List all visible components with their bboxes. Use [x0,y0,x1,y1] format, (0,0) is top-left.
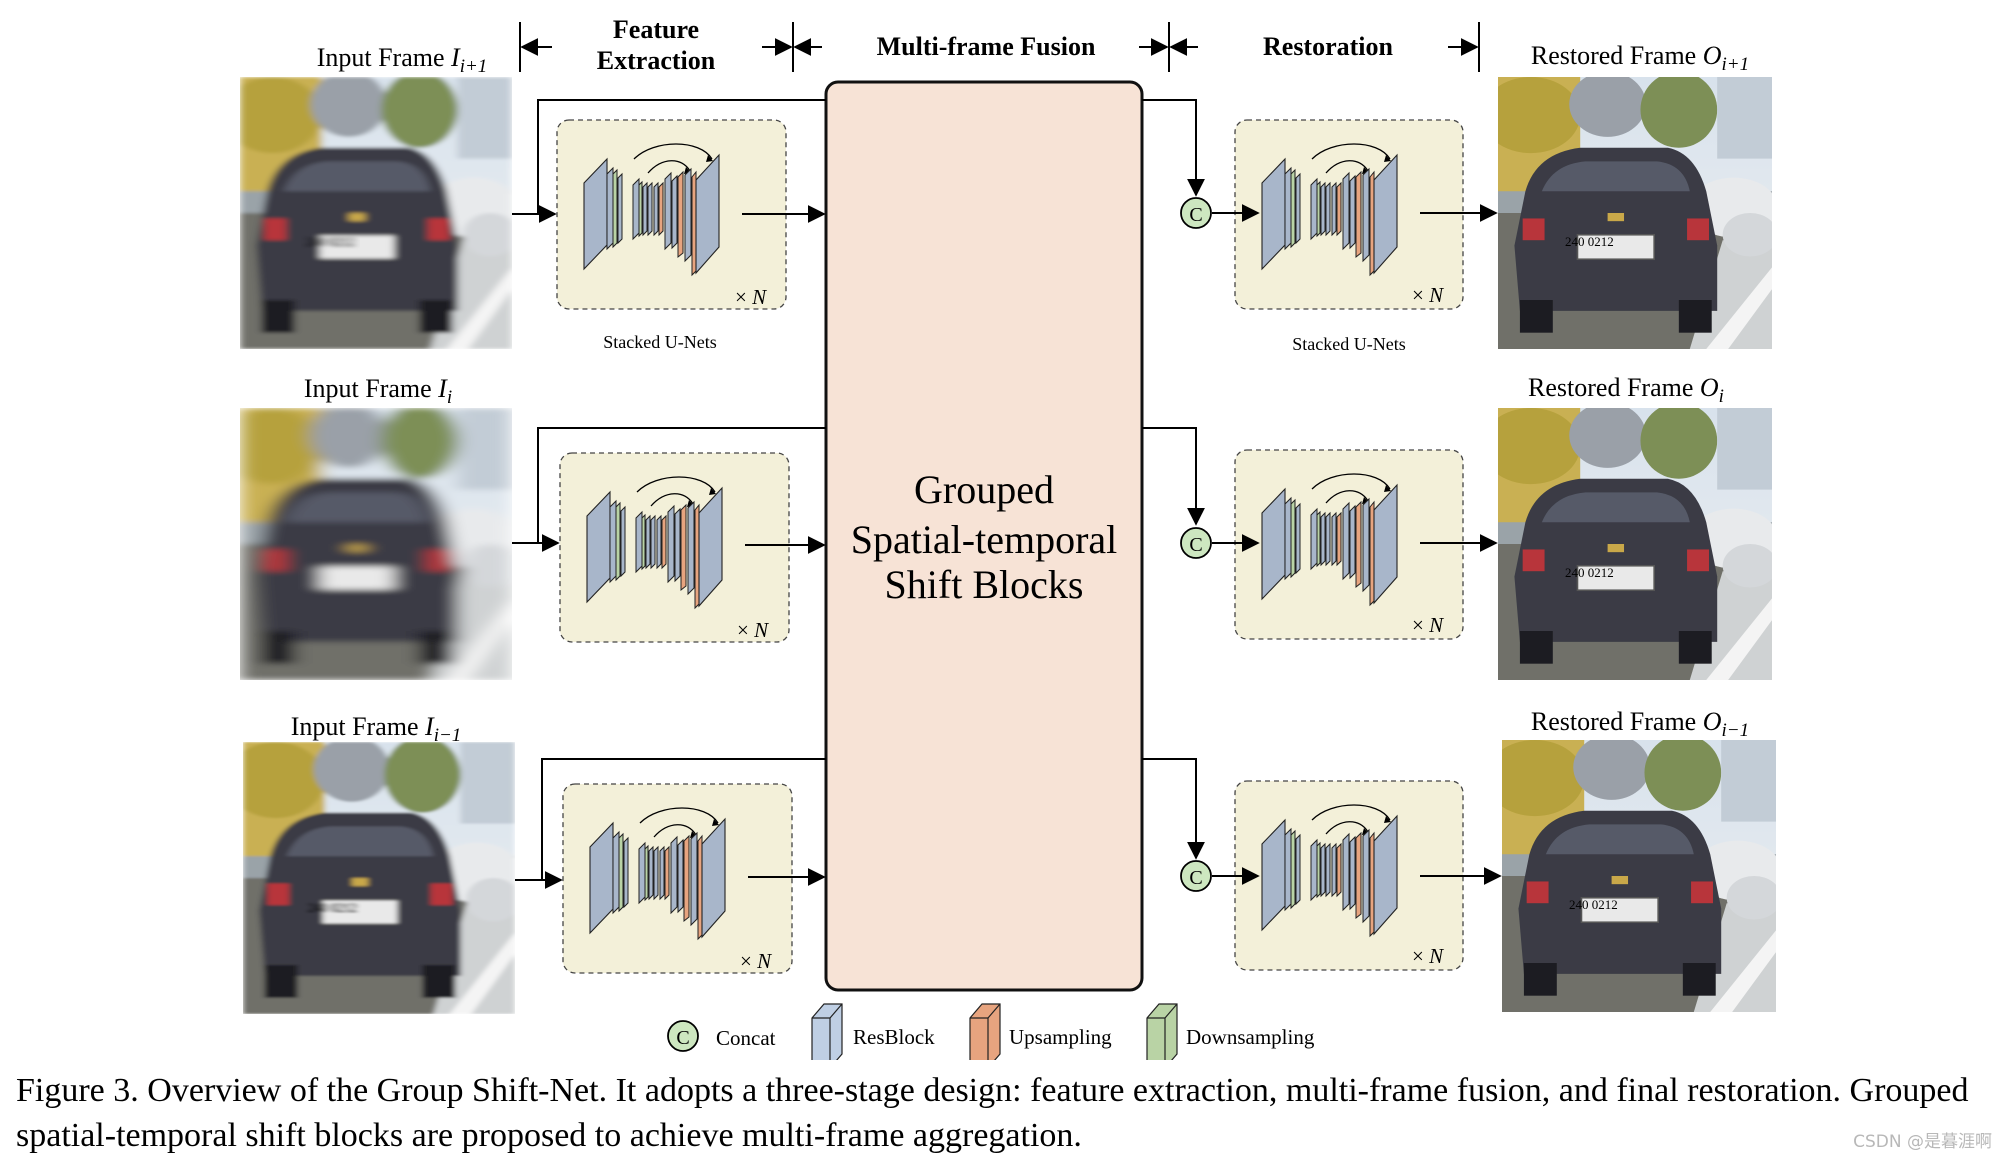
stacked-unets-label-left: Stacked U-Nets [603,332,716,352]
stage-label-feature-extraction-2: Extraction [597,46,716,75]
repeat-n-label: × N [735,285,767,309]
input-frame-label-next: Input Frame Ii+1 [317,43,488,77]
stage-label-feature-extraction-1: Feature [613,15,699,44]
plate-text: 240 0212 [306,234,355,249]
fusion-block-title-3: Shift Blocks [885,562,1084,607]
stage-label-restoration: Restoration [1263,32,1394,61]
svg-text:C: C [1189,204,1202,226]
input-frame-label-current: Input Frame Ii [304,374,452,408]
legend-downsampling: Downsampling [1146,1003,1315,1060]
repeat-n-label: × N [740,949,772,973]
concat-node-current: C [1180,527,1212,559]
plate-text: 240 0212 [1569,897,1618,912]
legend-downsampling-label: Downsampling [1186,1025,1315,1049]
grouped-shift-fusion-block: Grouped Spatial-temporal Shift Blocks [824,80,1144,992]
concat-node-prev: C [1180,860,1212,892]
repeat-n-label: × N [1412,283,1444,307]
input-image-next: 240 0212 [240,77,512,349]
repeat-n-label: × N [1412,944,1444,968]
stage-headers [519,22,1480,72]
repeat-n-label: × N [1412,613,1444,637]
legend-resblock: ResBlock [811,1003,935,1060]
resblock-icon [811,1003,843,1060]
plate-text: 240 0212 [308,900,357,915]
figure-caption: Figure 3. Overview of the Group Shift-Ne… [16,1072,1969,1154]
svg-text:C: C [1189,534,1202,556]
svg-text:C: C [676,1027,689,1049]
legend-upsampling: Upsampling [969,1003,1112,1060]
restoration-module-next: × N [1234,119,1464,310]
input-image-prev: 240 0212 [243,742,515,1014]
legend-concat-label: Concat [716,1026,776,1050]
restored-image-prev: 240 0212 [1502,740,1776,1012]
connections [512,99,1502,889]
feature-extraction-module-current: × N [559,452,790,643]
stacked-unets-label-right: Stacked U-Nets [1292,334,1405,354]
repeat-n-label: × N [737,618,769,642]
concat-icon [667,1020,699,1052]
legend-concat: C Concat [667,1020,776,1052]
concat-node-next: C [1180,197,1212,229]
restoration-module-prev: × N [1234,780,1464,971]
restored-frame-label-prev: Restored Frame Oi−1 [1531,707,1749,741]
upsampling-icon [969,1003,1001,1060]
fusion-block-title-2: Spatial-temporal [851,517,1118,562]
watermark: CSDN @是暮涯啊 [1853,1132,1992,1152]
input-image-current [240,408,512,680]
feature-extraction-module-prev: × N [562,783,793,974]
svg-text:C: C [1189,867,1202,889]
network-diagram: Feature Extraction Multi-frame Fusion Re… [240,15,1776,1060]
restoration-module-current: × N [1234,449,1464,640]
downsampling-icon [1146,1003,1178,1060]
restored-image-current: 240 0212 [1498,408,1772,680]
restored-frame-label-next: Restored Frame Oi+1 [1531,41,1749,75]
plate-text: 240 0212 [1565,565,1614,580]
fusion-block-title-1: Grouped [914,467,1054,512]
stage-label-fusion: Multi-frame Fusion [877,32,1096,61]
restored-image-next: 240 0212 [1498,77,1772,349]
plate-text: 240 0212 [1565,234,1614,249]
input-frame-label-prev: Input Frame Ii−1 [291,712,462,746]
feature-extraction-module-next: × N [556,119,787,310]
legend: C Concat ResBlock Upsampling Downsamplin… [667,1003,1315,1060]
legend-resblock-label: ResBlock [853,1025,935,1049]
restored-frame-label-current: Restored Frame Oi [1528,373,1724,407]
legend-upsampling-label: Upsampling [1009,1025,1112,1049]
